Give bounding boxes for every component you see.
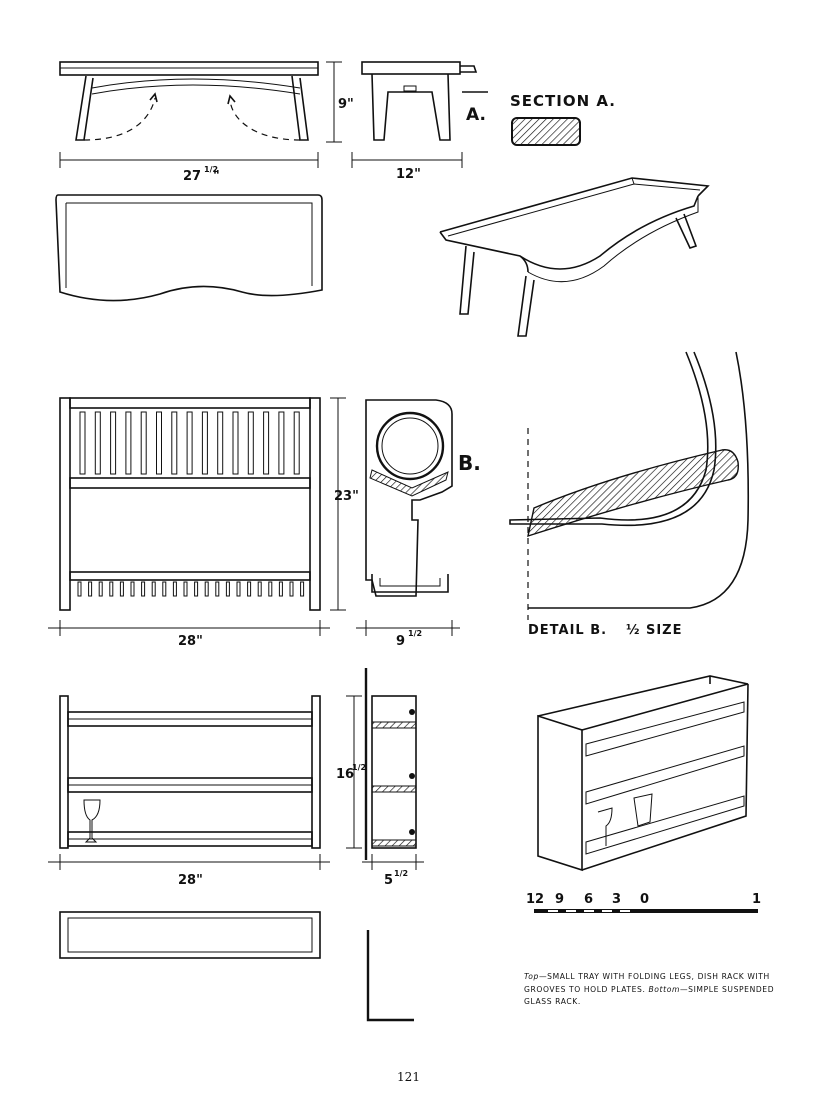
upper-slat <box>293 411 300 475</box>
glass-rack-front <box>48 695 330 870</box>
tray-length-dim: 27 <box>183 169 201 184</box>
caption-top-prefix: Top <box>524 972 539 981</box>
glass-rack-height-frac: 1/2 <box>352 763 366 772</box>
lower-slat <box>183 581 188 597</box>
upper-slat <box>278 411 285 475</box>
upper-slat <box>232 411 239 475</box>
lower-slat <box>247 581 252 597</box>
tumbler-icon <box>633 793 653 827</box>
caption-top-text: —SMALL TRAY WITH FOLDING LEGS, DISH RACK… <box>524 972 770 994</box>
dish-rack-depth-frac: 1/2 <box>408 629 422 638</box>
upper-slat <box>217 411 224 475</box>
scale-tick-9: 9 <box>555 892 564 907</box>
scale-tick-6: 6 <box>584 892 593 907</box>
lower-slat <box>119 581 124 597</box>
section-a-title: SECTION A. <box>510 92 616 110</box>
lower-slat <box>162 581 167 597</box>
lower-slat <box>236 581 241 597</box>
scale-bar <box>534 909 758 913</box>
glass-rack-length-dim: 28" <box>178 873 203 888</box>
lower-slat <box>77 581 82 597</box>
tray-isometric <box>439 177 710 337</box>
lower-slat <box>88 581 93 597</box>
glass-rack-isometric <box>537 675 749 872</box>
tray-width-dim: 12" <box>396 167 421 182</box>
lower-slat <box>141 581 146 597</box>
dish-rack-dims <box>48 397 346 636</box>
lower-slat <box>204 581 209 597</box>
detail-b-title: DETAIL B. <box>528 623 607 638</box>
upper-slat <box>110 411 117 475</box>
lower-slat <box>289 581 294 597</box>
caption-bottom-prefix: Bottom <box>648 984 680 994</box>
tray-side-elevation <box>351 61 488 168</box>
tray-plan <box>55 194 323 302</box>
caption-bottom-text: —SIMPLE SUSPENDED GLASS RACK. <box>524 984 775 1007</box>
tray-front-elevation <box>59 61 342 168</box>
lower-slat <box>151 581 156 597</box>
glass-rack-plan <box>59 911 414 1022</box>
lower-slat <box>278 581 283 597</box>
upper-slat <box>201 411 208 475</box>
upper-slat <box>186 411 193 475</box>
tray-length-frac: 1/2 <box>204 165 218 174</box>
scale-tick-3: 3 <box>612 892 621 907</box>
lower-slat <box>215 581 220 597</box>
dish-rack-side <box>356 399 460 636</box>
upper-slat <box>125 411 132 475</box>
lower-slat <box>109 581 114 597</box>
upper-slat <box>247 411 254 475</box>
lower-slat <box>257 581 262 597</box>
dish-rack-front <box>59 397 321 611</box>
lower-slat <box>268 581 273 597</box>
upper-slat <box>156 411 162 475</box>
glass-rack-depth-frac: 1/2 <box>394 869 408 878</box>
inch-mark: " <box>213 169 220 184</box>
scale-tick-0: 0 <box>640 892 649 907</box>
upper-slat <box>140 411 147 475</box>
figure-caption: Top—SMALL TRAY WITH FOLDING LEGS, DISH R… <box>524 971 776 1009</box>
dish-rack-height-dim: 23" <box>334 489 359 504</box>
lower-slat <box>194 581 199 597</box>
lower-slat <box>225 581 230 597</box>
upper-slat <box>263 411 270 475</box>
glass-icon <box>597 807 613 846</box>
glass-rack-side <box>346 668 424 870</box>
page-number: 121 <box>397 1070 420 1084</box>
dish-rack-length-dim: 28" <box>178 634 203 649</box>
upper-slat <box>171 411 178 475</box>
upper-slat <box>79 411 86 475</box>
section-b-marker: B. <box>458 451 481 475</box>
section-a-marker: A. <box>466 105 486 125</box>
upper-slat <box>94 411 101 475</box>
detail-b-drawing <box>509 351 750 620</box>
lower-slat <box>172 581 177 597</box>
lower-slat <box>98 581 103 597</box>
scale-tick-1: 1 <box>752 892 761 907</box>
detail-b-scale: ½ SIZE <box>626 623 683 638</box>
wine-glass-icon <box>83 799 101 843</box>
tray-height-dim: 9" <box>338 97 354 112</box>
glass-rack-height-dim: 16 <box>336 767 354 782</box>
glass-rack-depth-dim: 5 <box>384 873 393 888</box>
section-a-hatch <box>511 117 581 146</box>
lower-slat <box>130 581 135 597</box>
dish-rack-depth-dim: 9 <box>396 634 405 649</box>
scale-tick-12: 12 <box>526 892 544 907</box>
lower-slat <box>300 581 305 597</box>
